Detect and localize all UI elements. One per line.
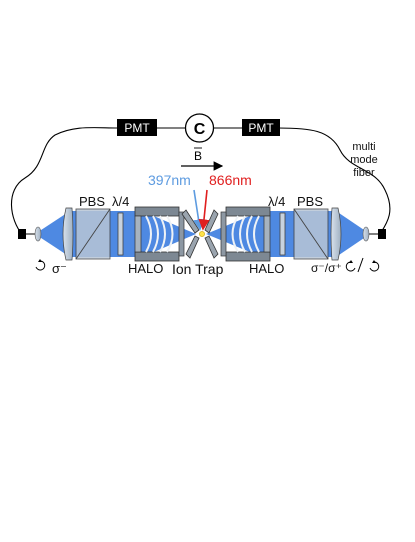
- fiber-label-line-3: fiber: [353, 167, 375, 179]
- laser-397-label: 397nm: [148, 172, 191, 188]
- fiber-lens-left: [34, 226, 42, 242]
- polarization-left-label: σ⁻: [52, 261, 67, 276]
- fiber-connector-left: [18, 229, 26, 239]
- pbs-left-label: PBS: [79, 194, 106, 209]
- fiber-cable-right: [277, 127, 391, 235]
- pmt-right-label: PMT: [248, 121, 274, 135]
- pmt-right-box: [242, 119, 280, 136]
- trapped-ion: [199, 231, 205, 237]
- fiber-label-line-2: mode: [350, 154, 378, 166]
- collimating-lens-left: [62, 207, 74, 261]
- clockwise-and-counter-clockwise-arrows-icon: [345, 257, 380, 273]
- halo-right-label: HALO: [249, 261, 285, 276]
- fiber-label-line-1: multi: [352, 141, 376, 153]
- beam-right-expand: [336, 211, 370, 257]
- collimating-lens-right: [330, 207, 342, 261]
- laser-866-arrow: [198, 189, 210, 231]
- halo-objective-right: [220, 206, 271, 262]
- pmt-left-label: PMT: [124, 121, 150, 135]
- halo-left-label: HALO: [128, 261, 164, 276]
- pbs-right-diagonal: [293, 208, 329, 260]
- b-field-label: B: [194, 149, 202, 163]
- counter-circle: [184, 113, 215, 143]
- halo-objective-left: [134, 206, 185, 262]
- fiber-connector-right: [378, 229, 386, 239]
- waveplate-left: [117, 212, 124, 256]
- laser-866-label: 866nm: [209, 172, 252, 188]
- beam-left-expand: [35, 211, 70, 257]
- fiber-label: multi mode fiber: [342, 141, 386, 180]
- pbs-left-diagonal: [75, 208, 111, 260]
- fiber-cable-left: [11, 127, 119, 235]
- ion-trap-label: Ion Trap: [172, 261, 224, 277]
- pbs-right-label: PBS: [297, 194, 324, 209]
- fiber-lens-right: [362, 226, 370, 242]
- counter-clockwise-arrow-icon: [35, 259, 46, 271]
- qwp-right-label: λ/4: [268, 194, 286, 209]
- pmt-left-box: [117, 119, 157, 136]
- polarization-right-label: σ⁻/σ⁺: [311, 261, 342, 275]
- waveplate-right: [279, 212, 286, 256]
- qwp-left-label: λ/4: [112, 194, 130, 209]
- counter-label: C: [194, 121, 206, 138]
